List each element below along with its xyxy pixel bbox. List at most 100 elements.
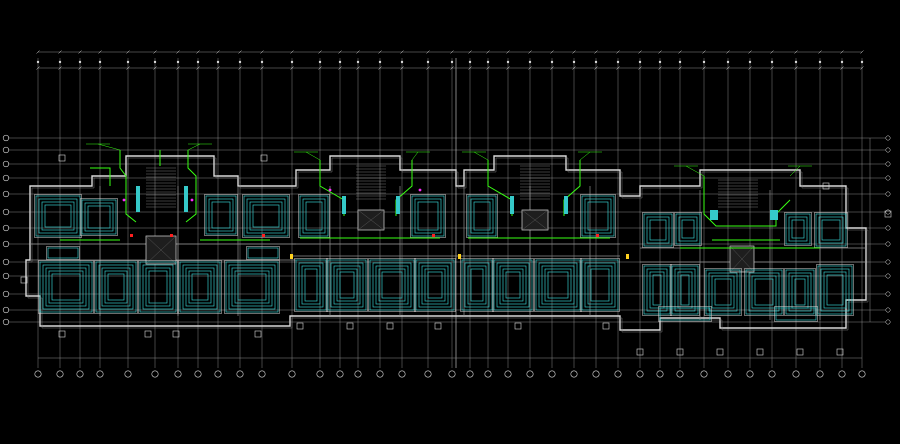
callout-leader bbox=[579, 151, 591, 161]
heating-coil-loop bbox=[587, 201, 609, 231]
heating-coil-loop bbox=[823, 271, 847, 309]
grid-tick-icon bbox=[450, 60, 454, 64]
room-boundary bbox=[94, 260, 138, 314]
room-boundary bbox=[326, 258, 368, 312]
heating-coil-loop bbox=[295, 259, 327, 311]
dimension-tick bbox=[572, 66, 576, 70]
dimension-tick bbox=[468, 66, 472, 70]
dimension-tick bbox=[196, 50, 200, 54]
dimension-tick bbox=[528, 50, 532, 54]
grid-bubble-icon bbox=[258, 370, 266, 378]
dimension-tick bbox=[338, 50, 342, 54]
grid-tick-icon bbox=[794, 60, 798, 64]
dimension-tick bbox=[378, 66, 382, 70]
grid-bubble-icon bbox=[2, 174, 10, 182]
grid-tick-icon bbox=[98, 60, 102, 64]
grid-bubble-icon bbox=[746, 370, 754, 378]
heating-coil-loop bbox=[234, 270, 270, 304]
grid-bubble-icon bbox=[288, 370, 296, 378]
heating-coil-loop bbox=[302, 198, 326, 234]
room-boundary bbox=[534, 258, 582, 312]
heating-coil-loop bbox=[139, 261, 177, 313]
dimension-tick bbox=[860, 50, 864, 54]
manifold-block bbox=[770, 210, 778, 220]
grid-bubble-icon bbox=[724, 370, 732, 378]
grid-bubble-icon bbox=[174, 370, 182, 378]
room-boundary bbox=[460, 258, 494, 312]
heating-coil-loop bbox=[646, 216, 670, 244]
heating-coil-loop bbox=[87, 205, 111, 229]
grid-tick-icon bbox=[550, 60, 554, 64]
pump-marker bbox=[122, 198, 126, 202]
heating-coil-loop bbox=[714, 278, 732, 306]
heating-coil-loop bbox=[788, 216, 808, 242]
room-boundary bbox=[242, 194, 290, 238]
room-tag-icon bbox=[636, 348, 644, 356]
grid-bubble-icon bbox=[424, 370, 432, 378]
dimension-tick bbox=[378, 50, 382, 54]
grid-bubble-icon bbox=[885, 259, 891, 265]
room-boundary bbox=[642, 264, 672, 316]
grid-tick-icon bbox=[486, 60, 490, 64]
heating-coil-loop bbox=[304, 268, 318, 302]
room-boundary bbox=[178, 260, 222, 314]
room-boundary bbox=[138, 260, 178, 314]
grid-tick-icon bbox=[678, 60, 682, 64]
grid-bubble-icon bbox=[336, 370, 344, 378]
heating-coil-loop bbox=[502, 268, 524, 302]
room-tag-icon bbox=[836, 348, 844, 356]
heating-coil-loop bbox=[247, 247, 279, 259]
dimension-tick bbox=[770, 50, 774, 54]
grid-tick-icon bbox=[506, 60, 510, 64]
dimension-tick bbox=[726, 50, 730, 54]
junction-marker bbox=[458, 254, 461, 259]
grid-bubble-icon bbox=[885, 319, 891, 325]
dimension-tick bbox=[153, 50, 157, 54]
dimension-tick bbox=[450, 50, 454, 54]
grid-bubble-icon bbox=[236, 370, 244, 378]
dimension-tick bbox=[356, 50, 360, 54]
callout-leader bbox=[473, 151, 489, 161]
grid-bubble-icon bbox=[885, 241, 891, 247]
grid-bubble-icon bbox=[2, 160, 10, 168]
grid-tick-icon bbox=[616, 60, 620, 64]
grid-tick-icon bbox=[58, 60, 62, 64]
manifold-block bbox=[564, 196, 568, 214]
grid-bubble-icon bbox=[398, 370, 406, 378]
heating-coil-loop bbox=[785, 213, 811, 245]
dimension-tick bbox=[356, 66, 360, 70]
grid-bubble-icon bbox=[885, 135, 891, 141]
heating-coil-loop bbox=[42, 264, 90, 310]
room-boundary bbox=[674, 212, 702, 246]
grid-bubble-icon bbox=[885, 273, 891, 279]
room-boundary bbox=[224, 260, 280, 314]
dimension-tick bbox=[748, 66, 752, 70]
grid-bubbles bbox=[2, 60, 891, 378]
grid-tick-icon bbox=[318, 60, 322, 64]
dimension-tick bbox=[58, 66, 62, 70]
junction-marker bbox=[290, 254, 293, 259]
grid-tick-icon bbox=[290, 60, 294, 64]
heating-coil-loop bbox=[84, 202, 114, 232]
room-boundary bbox=[704, 268, 742, 316]
heating-coil-loop bbox=[205, 195, 237, 235]
room-tags bbox=[20, 154, 892, 356]
heating-coil-loop bbox=[35, 195, 81, 237]
heating-coil-loop bbox=[81, 199, 117, 235]
heating-coil-loop bbox=[47, 247, 79, 259]
grid-bubble-icon bbox=[656, 370, 664, 378]
heating-coil-loop bbox=[104, 270, 128, 304]
grid-bubble-icon bbox=[2, 318, 10, 326]
heating-coil-loop bbox=[211, 201, 231, 229]
heating-coil-loop bbox=[547, 271, 569, 299]
heating-coil-loop bbox=[148, 270, 168, 304]
heating-coil-loop bbox=[590, 268, 610, 302]
heating-coil-loop bbox=[649, 219, 667, 241]
dimension-tick bbox=[658, 66, 662, 70]
heating-coil-loop bbox=[678, 216, 698, 242]
valve-marker bbox=[170, 234, 173, 237]
heating-coil-loop bbox=[467, 195, 497, 237]
grid-bubble-icon bbox=[816, 370, 824, 378]
dimension-tick bbox=[36, 66, 40, 70]
